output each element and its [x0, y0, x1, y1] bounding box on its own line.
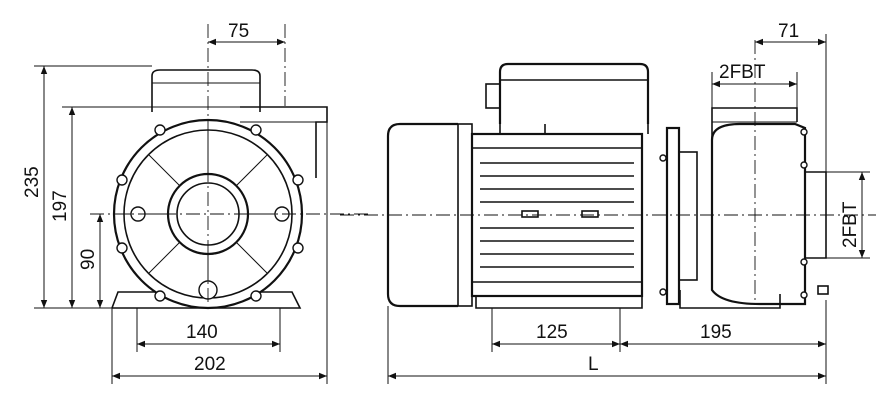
dim-front-top-offset: 75: [228, 21, 249, 42]
dim-side-outlet-size: 2FBT: [719, 62, 766, 83]
side-pump-bolts: [659, 128, 808, 299]
side-pump-flange: [665, 126, 681, 306]
dim-front-base-width: 202: [194, 354, 226, 375]
dim-side-inlet-size: 2FBT: [840, 201, 861, 248]
dim-front-shaft-height: 197: [50, 190, 71, 222]
side-cooling-fins: [480, 162, 634, 268]
side-dimensions: 71 2FBT 2FBT 125 195 L: [387, 21, 870, 384]
side-pump-foot: [679, 290, 781, 309]
dim-side-overall-length: L: [588, 354, 599, 375]
side-motor-foot: [475, 296, 643, 309]
dim-front-overall-height: 235: [22, 166, 43, 198]
dim-side-outlet-offset: 71: [778, 21, 799, 42]
front-flange-bolts: [116, 124, 304, 302]
dim-side-pump-length: 195: [700, 322, 732, 343]
side-terminal-box: [498, 62, 650, 124]
side-view: [340, 40, 876, 309]
side-pump-volute: [710, 122, 807, 306]
dim-front-base-to-center: 90: [78, 249, 99, 270]
side-outlet-port: [711, 107, 798, 140]
front-terminal-box: [151, 69, 261, 112]
front-dimensions: 75 235 197 90 140 202: [22, 21, 328, 384]
dim-front-base-bolt-spacing: 140: [186, 322, 218, 343]
front-view: [90, 24, 370, 310]
dim-side-foot-spacing: 125: [536, 322, 568, 343]
